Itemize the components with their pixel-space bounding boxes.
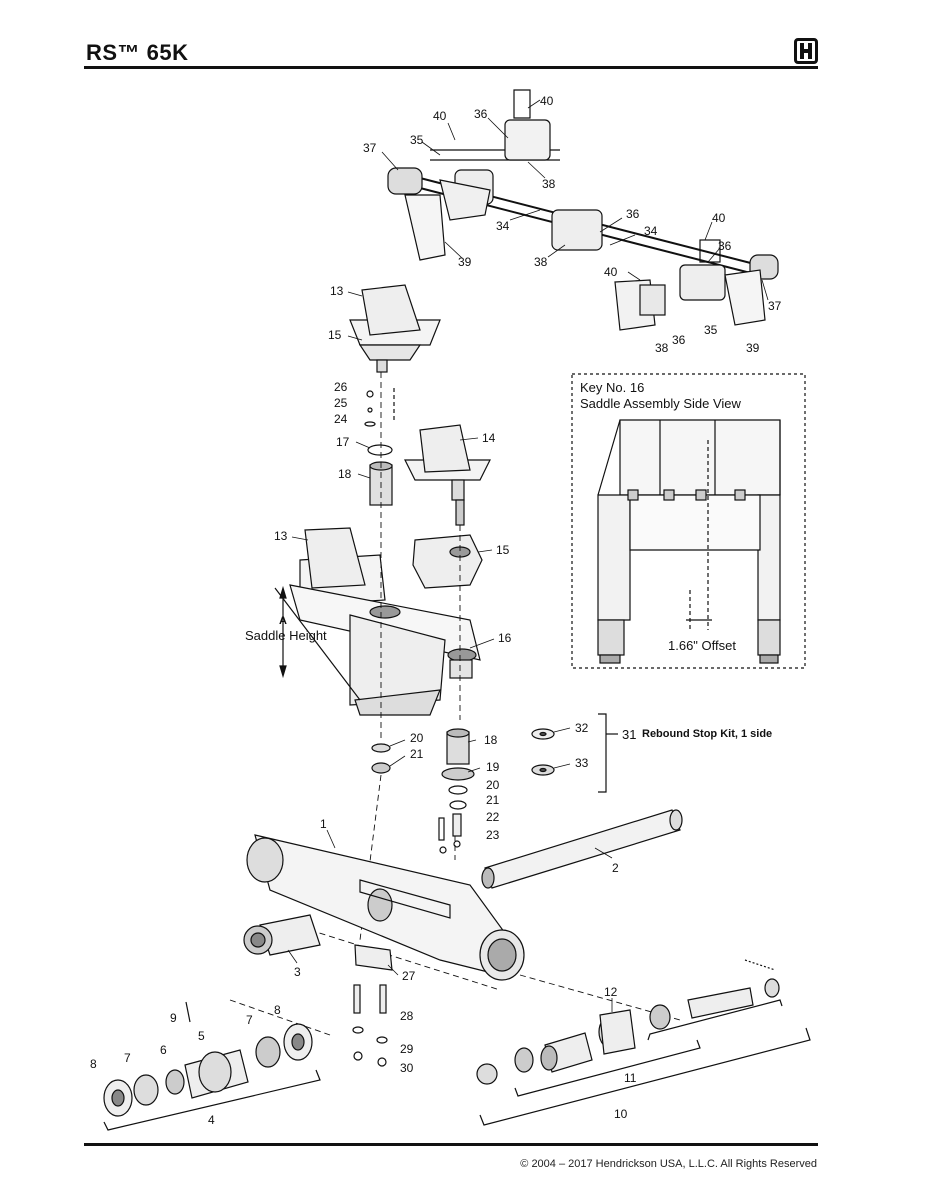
callout-4: 4 [208,1113,215,1127]
callout-21: 21 [410,747,424,761]
callout-8: 8 [90,1057,97,1071]
callout-40: 40 [433,109,447,123]
callout-3: 3 [294,965,301,979]
page-title: RS™ 65K [86,40,189,65]
callout-36: 36 [718,239,732,253]
callout-8: 8 [274,1003,281,1017]
callout-18: 18 [484,733,498,747]
callout-36: 36 [626,207,640,221]
callout-20: 20 [410,731,424,745]
callout-39: 39 [458,255,472,269]
footer-rule [84,1143,818,1146]
bar-pin-assembly-4 [103,1001,321,1131]
callout-17: 17 [336,435,350,449]
saddle-side-view-inset [571,373,806,669]
callout-2: 2 [612,861,619,875]
callout-38: 38 [534,255,548,269]
callout-9: 9 [170,1011,177,1025]
callout-32: 32 [575,721,589,735]
callout-21: 21 [486,793,500,807]
callout-1: 1 [320,817,327,831]
saddle-height-label: Saddle Height [245,628,327,643]
callout-40: 40 [604,265,618,279]
callout-7: 7 [246,1013,253,1027]
callout-11: 11 [624,1071,637,1085]
callout-30: 30 [400,1061,414,1075]
callout-39: 39 [746,341,760,355]
callout-35: 35 [410,133,424,147]
inset-caption: Key No. 16 Saddle Assembly Side View [580,380,741,412]
torque-rod-assembly [387,89,779,331]
callout-25: 25 [334,396,348,410]
callout-19: 19 [486,760,500,774]
callout-10: 10 [614,1107,628,1121]
callout-37: 37 [768,299,782,313]
saddle-assembly-16 [289,527,481,716]
callout-40: 40 [712,211,726,225]
callout-20: 20 [486,778,500,792]
callout-labels: 40 40 36 35 37 38 34 39 38 36 34 40 36 4… [90,94,782,1127]
callout-26: 26 [334,380,348,394]
callout-15: 15 [328,328,342,342]
callout-13: 13 [330,284,344,298]
callout-37: 37 [363,141,377,155]
callout-16: 16 [498,631,512,645]
callout-6: 6 [160,1043,167,1057]
callout-34: 34 [496,219,510,233]
callout-34: 34 [644,224,658,238]
saddle-cap-13-top [349,284,441,373]
kit-callout-number: 31 [622,727,637,742]
callout-40: 40 [540,94,554,108]
callout-27: 27 [402,969,416,983]
equalizing-beam-1 [246,834,525,981]
callout-28: 28 [400,1009,414,1023]
callout-29: 29 [400,1042,414,1056]
callout-7: 7 [124,1051,131,1065]
copyright-notice: © 2004 – 2017 Hendrickson USA, L.L.C. Al… [520,1158,817,1170]
callout-22: 22 [486,810,500,824]
callout-35: 35 [704,323,718,337]
rebound-stop-kit-label: Rebound Stop Kit, 1 side [642,728,773,740]
callout-24: 24 [334,412,348,426]
header-rule [84,66,818,69]
offset-dimension-label: 1.66" Offset [668,638,736,653]
callout-15: 15 [496,543,510,557]
dimension-letter: A [279,615,287,627]
callout-33: 33 [575,756,589,770]
callout-14: 14 [482,431,496,445]
callout-5: 5 [198,1029,205,1043]
bar-pin-assembly-10 [476,959,811,1126]
callout-23: 23 [486,828,500,842]
callout-36: 36 [672,333,686,347]
inset-view-label: Saddle Assembly Side View [580,396,741,411]
hendrickson-h-logo-icon [794,38,818,64]
callout-36: 36 [474,107,488,121]
callout-38: 38 [655,341,669,355]
callout-12: 12 [604,985,618,999]
callout-38: 38 [542,177,556,191]
callout-13: 13 [274,529,288,543]
callout-18: 18 [338,467,352,481]
inset-key-label: Key No. 16 [580,380,645,395]
